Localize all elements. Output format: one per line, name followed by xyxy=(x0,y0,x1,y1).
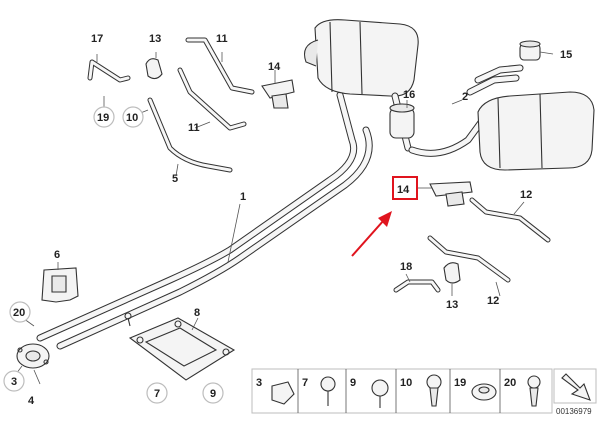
callout-12-upper: 12 xyxy=(520,189,532,201)
strap-5[interactable] xyxy=(147,97,233,173)
next-page-arrow[interactable] xyxy=(553,368,597,404)
callout-13-top: 13 xyxy=(149,33,161,45)
rear-muffler[interactable] xyxy=(408,64,595,171)
arrow-down-right-icon xyxy=(561,373,591,401)
callout-1: 1 xyxy=(240,191,246,203)
svg-text:7: 7 xyxy=(302,377,308,389)
legend-item-10[interactable]: 10 xyxy=(400,374,442,407)
hanger-11-upper[interactable] xyxy=(185,37,255,95)
callout-19: 19 xyxy=(97,112,109,124)
rubber-mount-15[interactable] xyxy=(519,40,541,61)
damper-16[interactable] xyxy=(389,103,415,139)
legend-item-9[interactable]: 9 xyxy=(350,377,389,408)
callout-18: 18 xyxy=(400,261,412,273)
callout-10: 10 xyxy=(126,112,138,124)
callout-17: 17 xyxy=(91,33,103,45)
nut-icon xyxy=(271,381,295,405)
stud-bolt-icon xyxy=(527,375,541,389)
bracket-17[interactable] xyxy=(87,59,131,83)
callouts: 17 13 11 14 19 10 11 5 1 6 20 3 4 8 7 9 … xyxy=(3,33,572,407)
callout-5: 5 xyxy=(172,173,178,185)
callout-6: 6 xyxy=(54,249,60,261)
callout-14-highlight: 14 xyxy=(397,184,410,196)
callout-8: 8 xyxy=(194,307,200,319)
screw-icon xyxy=(371,379,389,397)
legend-item-3[interactable]: 3 xyxy=(256,377,295,405)
legend-item-19[interactable]: 19 xyxy=(454,377,497,401)
rubber-mount-13-top[interactable] xyxy=(145,58,163,80)
red-arrow xyxy=(351,211,392,257)
bolt-head-on-pipe xyxy=(124,312,132,320)
callout-16: 16 xyxy=(403,89,415,101)
svg-text:19: 19 xyxy=(454,377,466,389)
callout-20: 20 xyxy=(13,307,25,319)
svg-text:9: 9 xyxy=(350,377,356,389)
callout-9: 9 xyxy=(210,388,216,400)
callout-11-top: 11 xyxy=(216,33,228,45)
callout-15: 15 xyxy=(560,49,572,61)
callout-13-bottom: 13 xyxy=(446,299,458,311)
legend-item-20[interactable]: 20 xyxy=(504,375,541,407)
hanger-12-upper[interactable] xyxy=(469,197,551,243)
callout-3: 3 xyxy=(11,376,17,388)
front-flange[interactable] xyxy=(16,343,50,369)
rubber-mount-13-right[interactable] xyxy=(443,262,461,284)
svg-text:3: 3 xyxy=(256,377,262,389)
fastener-legend: 3 7 9 10 19 20 xyxy=(251,368,553,414)
highlighted-callout-14[interactable]: 14 xyxy=(392,176,418,200)
callout-12-lower: 12 xyxy=(487,295,499,307)
hanger-12-lower[interactable] xyxy=(427,235,511,283)
bracket-6[interactable] xyxy=(41,267,79,303)
hex-bolt-icon xyxy=(426,374,442,390)
arrowhead-icon xyxy=(378,211,392,227)
svg-text:10: 10 xyxy=(400,377,412,389)
bracket-14-top[interactable] xyxy=(261,79,295,109)
bracket-14-center[interactable] xyxy=(429,181,473,207)
callout-4: 4 xyxy=(28,395,35,407)
bolt-icon xyxy=(320,376,336,392)
front-pipe[interactable] xyxy=(36,91,373,350)
reference-number: 00136979 xyxy=(556,407,592,416)
bracket-18[interactable] xyxy=(393,279,441,293)
callout-7: 7 xyxy=(154,388,160,400)
callout-11-bottom: 11 xyxy=(188,122,200,134)
heat-shield-8[interactable] xyxy=(128,317,236,381)
legend-item-7[interactable]: 7 xyxy=(302,376,336,406)
callout-14-top: 14 xyxy=(268,61,281,73)
svg-text:20: 20 xyxy=(504,377,516,389)
callout-2: 2 xyxy=(462,91,468,103)
hanger-11-lower[interactable] xyxy=(177,67,247,131)
